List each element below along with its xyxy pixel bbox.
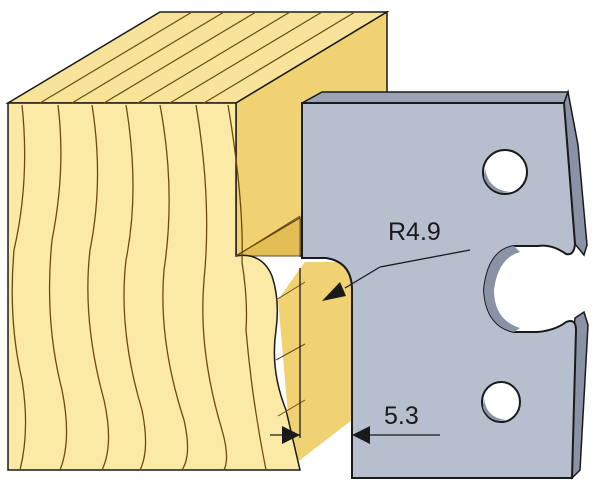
wood-grain-top — [39, 11, 356, 104]
knife-plate — [301, 89, 589, 480]
width-label: 5.3 — [384, 402, 419, 430]
knife-notch-shadow — [484, 246, 520, 332]
knife-back-edge — [301, 91, 570, 104]
wood-front-face — [7, 102, 301, 471]
wood-grain-front — [11, 104, 267, 471]
width-arrow-right — [352, 426, 370, 444]
width-arrow-left — [282, 426, 300, 444]
knife-hole-lower — [481, 381, 521, 423]
knife-hole-upper — [482, 149, 528, 195]
wood-step-face — [278, 262, 352, 460]
radius-label: R4.9 — [388, 218, 441, 246]
dimension-arrows — [282, 282, 370, 444]
radius-arrow — [322, 282, 346, 301]
